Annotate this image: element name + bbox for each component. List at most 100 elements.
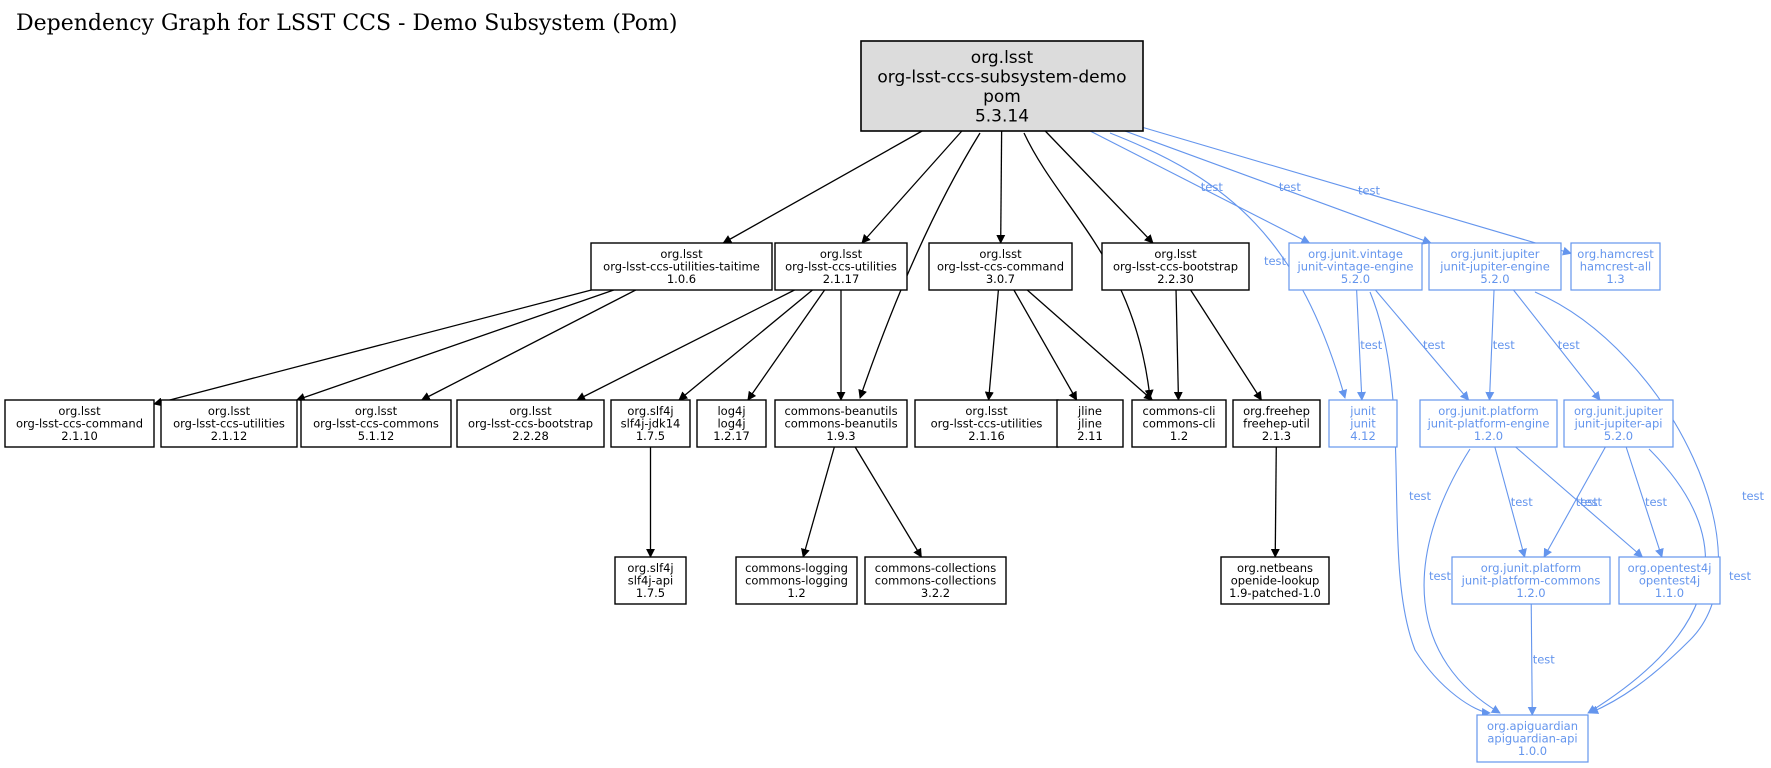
node-box (300, 399, 452, 448)
edge-bootstrap2230-to-commonscli (1173, 289, 1183, 401)
node-label-line: 2.1.3 (1262, 429, 1291, 443)
edge-root-to-jupiterengine (1124, 130, 1432, 245)
node-label-line: openide-lookup (1231, 574, 1320, 588)
node-platformcommons: org.junit.platformjunit-platform-commons… (1451, 556, 1611, 605)
node-label-line: org-lsst-ccs-utilities-taitime (603, 260, 760, 274)
edge-command307-to-commonscli (1026, 289, 1153, 401)
edge-vintage-to-platformengine (1374, 289, 1470, 401)
edge-label: test (1533, 653, 1556, 667)
node-label-line: 2.1.10 (61, 429, 98, 443)
edge-label: test (1729, 569, 1752, 583)
edge-platformengine-to-platformcommons (1494, 446, 1527, 558)
node-label-line: 1.7.5 (636, 429, 665, 443)
edge-jupiterapi-to-opentest4j (1625, 446, 1664, 558)
edge-freehep-to-openide (1270, 446, 1280, 558)
node-label-line: 1.0.0 (1518, 744, 1547, 758)
node-label-line: 1.1.0 (1655, 586, 1684, 600)
edge-util2117-to-slf4jjdk (678, 289, 813, 401)
edge-util2117-to-log4j (747, 289, 826, 401)
node-label-line: apiguardian-api (1487, 732, 1577, 746)
node-label-line: hamcrest-all (1580, 260, 1652, 274)
edge-root-to-hamcrest (1142, 126, 1572, 256)
node-label-line: commons-logging (745, 561, 848, 575)
node-label-line: 1.9.3 (826, 429, 855, 443)
node-label-line: 5.2.0 (1341, 272, 1370, 286)
node-label-line: junit-jupiter-engine (1439, 260, 1550, 274)
edge-label: test (1580, 495, 1603, 509)
node-box (1232, 399, 1321, 448)
node-label-line: org.hamcrest (1577, 247, 1654, 261)
node-label-line: 2.11 (1077, 429, 1103, 443)
node-box (735, 556, 858, 605)
node-label-line: 1.0.6 (667, 272, 696, 286)
node-label-line: 4.12 (1350, 429, 1376, 443)
node-label-line: junit-platform-engine (1427, 417, 1550, 431)
node-label-line: 2.1.17 (823, 272, 860, 286)
node-box (914, 399, 1059, 448)
node-box (456, 399, 605, 448)
edge-root-to-vintage (1089, 130, 1311, 244)
node-label-line: 3.0.7 (986, 272, 1015, 286)
edge-label: test (1645, 495, 1668, 509)
edge-root-to-util2117 (861, 130, 963, 244)
edge-label: test (1360, 338, 1383, 352)
node-box (860, 40, 1144, 132)
node-label-line: 5.3.14 (975, 106, 1029, 126)
node-label-line: org-lsst-ccs-utilities (173, 417, 285, 431)
node-box (1476, 714, 1589, 763)
node-label-line: 1.9-patched-1.0 (1229, 586, 1321, 600)
node-box (1101, 242, 1250, 291)
node-box (160, 399, 298, 448)
edge-label: test (1423, 338, 1446, 352)
edge-label: test (1201, 180, 1224, 194)
edge-beanutils-to-logging (801, 446, 835, 558)
node-label-line: org.freehep (1243, 404, 1310, 418)
edge-root-to-bootstrap2230 (1044, 130, 1154, 244)
node-box (1220, 556, 1330, 605)
node-box (1451, 556, 1611, 605)
node-label-line: org-lsst-ccs-command (937, 260, 1064, 274)
edge-beanutils-to-collections (854, 446, 922, 558)
edge-label: test (1558, 338, 1581, 352)
node-jupiterengine: org.junit.jupiterjunit-jupiter-engine5.2… (1428, 242, 1562, 291)
node-label-line: 3.2.2 (921, 586, 950, 600)
node-label-line: commons-collections (875, 574, 996, 588)
node-label-line: junit (1349, 404, 1376, 418)
node-label-line: org.lsst (208, 404, 251, 418)
node-label-line: 1.2 (787, 586, 805, 600)
node-box (774, 242, 908, 291)
node-label-line: 5.2.0 (1480, 272, 1509, 286)
edge-label: test (1493, 338, 1516, 352)
node-taitime: org.lsstorg-lsst-ccs-utilities-taitime1.… (590, 242, 773, 291)
node-label-line: log4j (717, 404, 745, 418)
node-label-line: 5.2.0 (1604, 429, 1633, 443)
node-label-line: org.junit.platform (1438, 404, 1539, 418)
node-label-line: org.lsst (355, 404, 398, 418)
edge-taitime-to-util2112 (295, 289, 614, 402)
node-label-line: org.junit.jupiter (1451, 247, 1540, 261)
node-vintage: org.junit.vintagejunit-vintage-engine5.2… (1288, 242, 1423, 291)
node-openide: org.netbeansopenide-lookup1.9-patched-1.… (1220, 556, 1330, 605)
edge-bootstrap2230-to-freehep (1190, 289, 1262, 401)
node-label-line: org-lsst-ccs-utilities (931, 417, 1043, 431)
nodes-layer: org.lsstorg-lsst-ccs-subsystem-demopom5.… (4, 40, 1721, 763)
node-label-line: jline (1077, 404, 1102, 418)
edge-root-to-command307 (996, 130, 1006, 244)
edge-taitime-to-command2110 (153, 289, 592, 407)
node-label-line: 1.2.17 (713, 429, 750, 443)
edge-jupiterengine-to-platformengine (1485, 289, 1495, 401)
edge-label: test (1358, 183, 1381, 197)
node-label-line: commons-logging (745, 574, 848, 588)
node-label-line: junit (1349, 417, 1376, 431)
node-label-line: 1.2.0 (1516, 586, 1545, 600)
node-label-line: org.slf4j (627, 404, 673, 418)
